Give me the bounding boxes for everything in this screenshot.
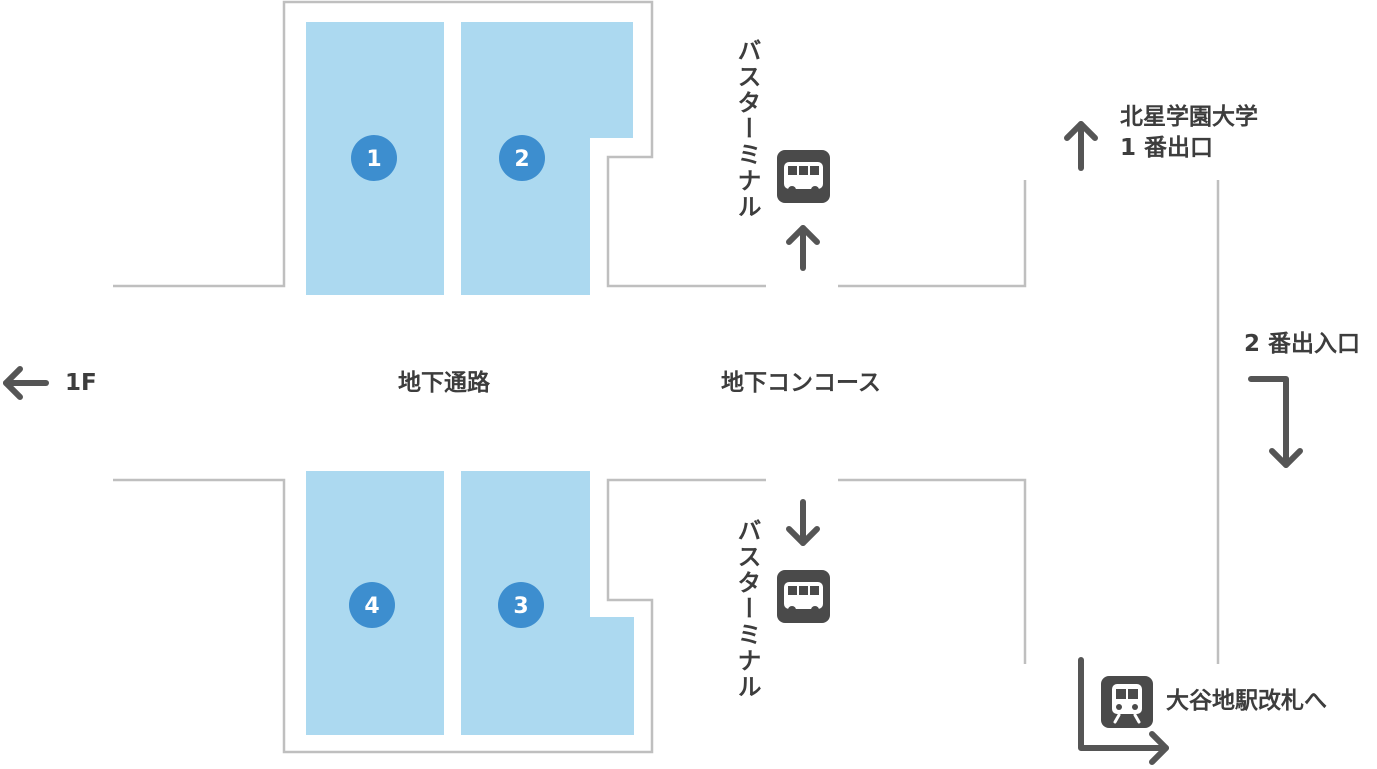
wall-bottom-right <box>838 478 1027 664</box>
wall-bottom-left <box>113 478 766 754</box>
underground-passage-label: 地下通路 <box>398 370 490 396</box>
block-2 <box>461 22 633 295</box>
bus-icon <box>777 570 830 623</box>
wall-top-left <box>113 0 766 288</box>
bus-terminal-top-label: バスターミナル <box>733 38 761 220</box>
arrow-turn-right-icon <box>1078 657 1169 765</box>
oyachi-gate-label: 大谷地駅改札へ <box>1166 688 1327 714</box>
wall-top-right <box>838 180 1027 288</box>
svg-text:3: 3 <box>513 594 528 619</box>
arrow-up-icon <box>1064 121 1098 171</box>
arrow-down-icon <box>786 499 820 546</box>
badge-2: 2 <box>499 135 545 181</box>
block-3 <box>461 471 634 735</box>
hokusei-exit-label: 北星学園大学 1 番出口 <box>1120 104 1258 162</box>
arrow-turn-down-icon <box>1248 376 1303 468</box>
walls <box>113 0 1220 754</box>
exit-1f-label: 1F <box>65 370 97 396</box>
bus-terminal-bottom-label: バスターミナル <box>733 518 761 700</box>
badge-1: 1 <box>351 135 397 181</box>
badge-3: 3 <box>498 582 544 628</box>
svg-text:2: 2 <box>514 147 529 172</box>
arrow-up-icon <box>786 225 820 271</box>
badge-4: 4 <box>349 582 395 628</box>
bus-icon <box>777 150 830 203</box>
underground-concourse-label: 地下コンコース <box>721 370 881 396</box>
svg-text:1: 1 <box>366 147 381 172</box>
arrow-left-icon <box>3 366 49 400</box>
svg-text:4: 4 <box>364 594 379 619</box>
exit-2-label: 2 番出入口 <box>1244 331 1361 357</box>
train-icon <box>1101 676 1153 728</box>
